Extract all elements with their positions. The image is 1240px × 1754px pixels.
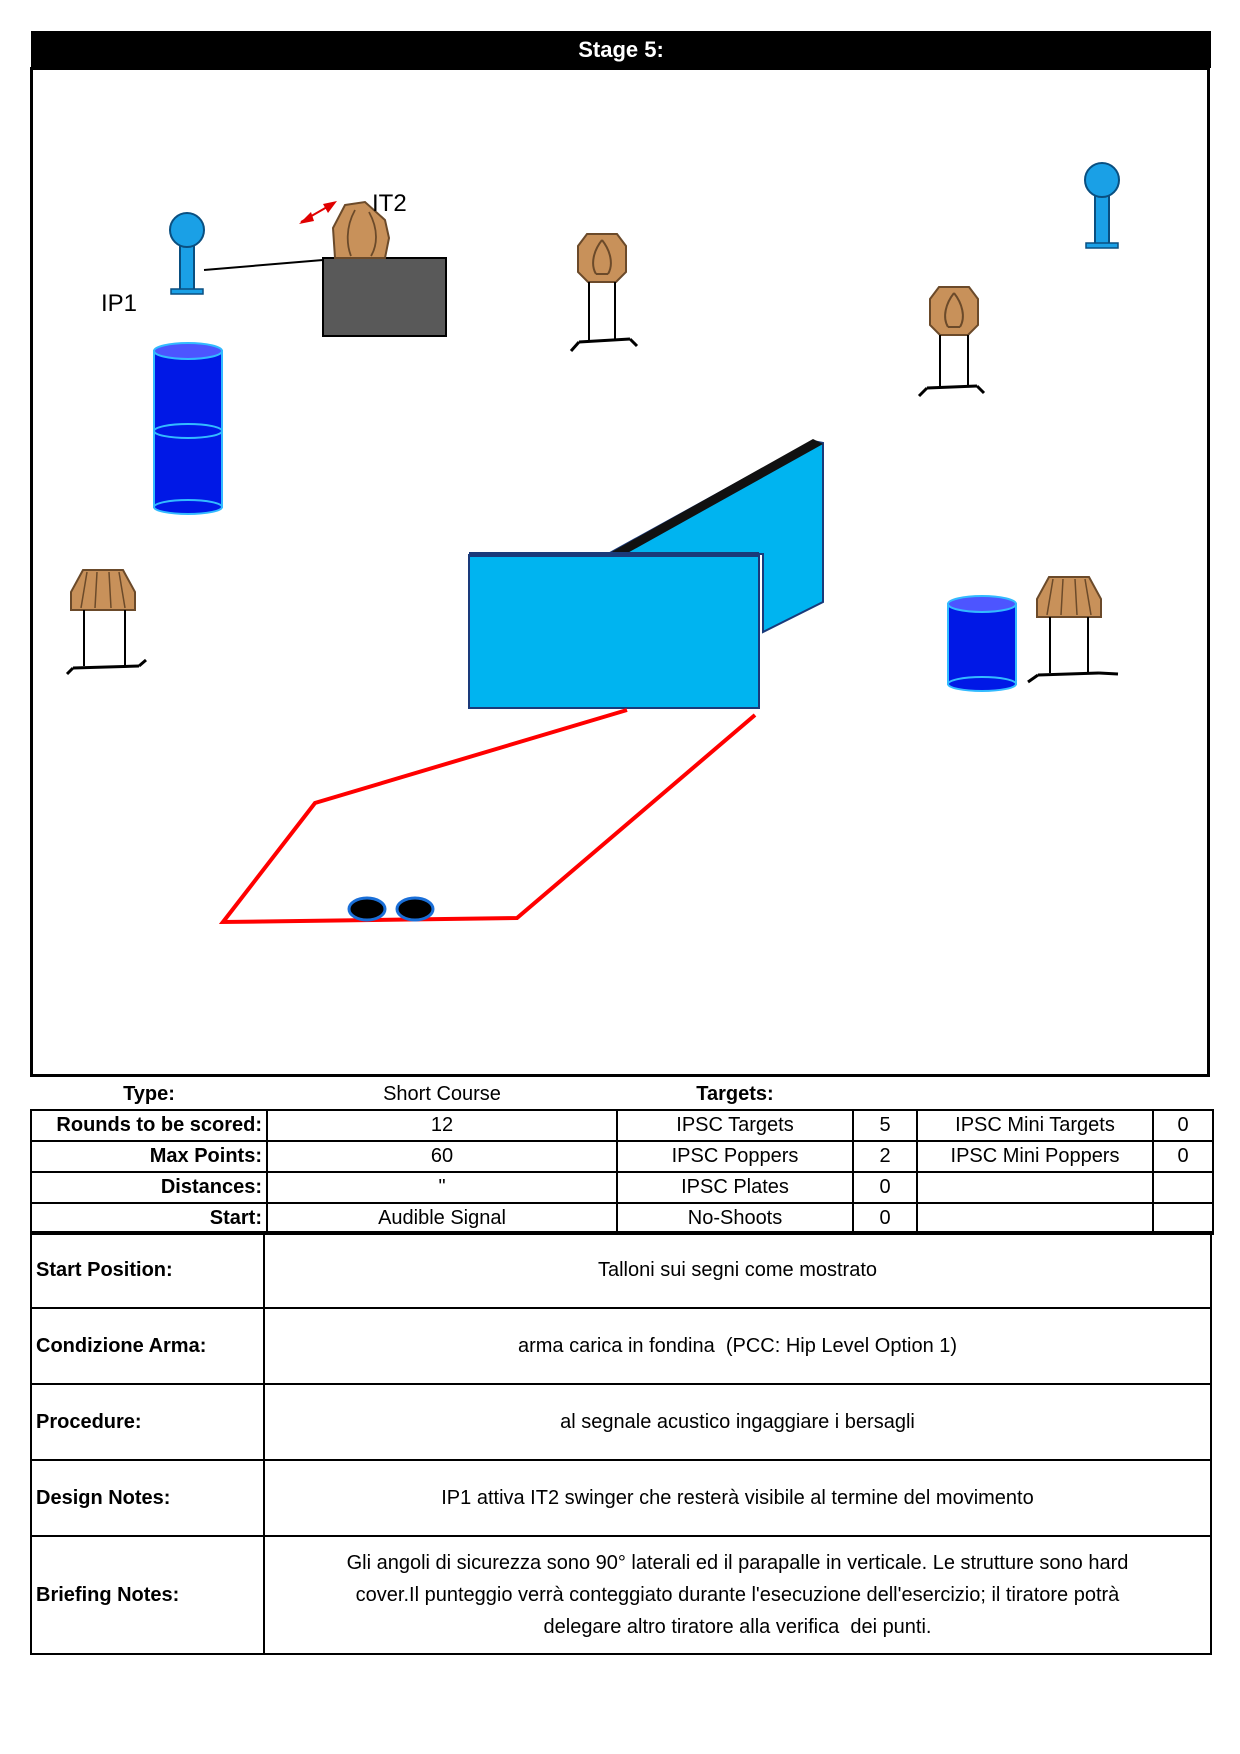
type-row: Type: Short Course Targets: [31,1080,1213,1110]
condizione-arma-value: arma carica in fondina (PCC: Hip Level O… [263,1307,1212,1385]
briefing-notes-value: Gli angoli di sicurezza sono 90° lateral… [263,1535,1212,1655]
ipsc-targets-label: IPSC Targets [616,1109,854,1142]
swinger-target-it2-icon [331,200,391,259]
briefing-notes-line: cover.Il punteggio verrà conteggiato dur… [355,1584,1120,1606]
swinger-box [322,257,447,337]
procedure-label: Procedure: [30,1383,265,1461]
max-points-label: Max Points: [30,1140,268,1173]
briefing-notes-label: Briefing Notes: [30,1535,265,1655]
stage-info-table: Type: Short Course Targets: Rounds to be… [30,1080,1214,1235]
ipsc-target-icon [569,233,639,352]
label-ip1: IP1 [101,290,138,317]
label-it2: IT2 [372,190,407,217]
condizione-arma-row: Condizione Arma: arma carica in fondina … [30,1307,1212,1385]
start-position-label: Start Position: [30,1231,265,1309]
popper-ip1-icon [169,212,205,295]
no-shoots-value: 0 [852,1202,918,1235]
procedure-value: al segnale acustico ingaggiare i bersagl… [263,1383,1212,1461]
design-notes-label: Design Notes: [30,1459,265,1537]
ipsc-poppers-value: 2 [852,1140,918,1173]
start-label: Start: [30,1202,268,1235]
design-notes-row: Design Notes: IP1 attiva IT2 swinger che… [30,1459,1212,1537]
max-points-row: Max Points: 60 IPSC Poppers 2 IPSC Mini … [30,1140,1214,1173]
rounds-label: Rounds to be scored: [30,1109,268,1142]
ipsc-mini-poppers-value: 0 [1152,1140,1214,1173]
ipsc-targets-value: 5 [852,1109,918,1142]
ipsc-target-icon [65,569,147,676]
barrel-stack-left-icon [153,342,223,515]
start-position-row: Start Position: Talloni sui segni come m… [30,1231,1212,1309]
no-shoots-label: No-Shoots [616,1202,854,1235]
start-mark-icon [347,896,435,922]
procedure-row: Procedure: al segnale acustico ingaggiar… [30,1383,1212,1461]
ipsc-plates-value: 0 [852,1171,918,1204]
fault-line [218,708,757,925]
ipsc-mini-poppers-label: IPSC Mini Poppers [916,1140,1154,1173]
rounds-row: Rounds to be scored: 12 IPSC Targets 5 I… [30,1109,1214,1142]
wall-icon [468,439,824,709]
distances-label: Distances: [30,1171,268,1204]
start-position-value: Talloni sui segni come mostrato [263,1231,1212,1309]
ipsc-target-icon [1027,576,1119,684]
swinger-arrow-icon [299,201,337,224]
design-notes-value: IP1 attiva IT2 swinger che resterà visib… [263,1459,1212,1537]
activation-cable [203,259,324,271]
stage-diagram-svg [65,162,1120,925]
targets-header: Targets: [696,1083,774,1105]
distances-value: " [266,1171,618,1204]
stage-title: Stage 5: [31,31,1211,68]
rounds-value: 12 [266,1109,618,1142]
briefing-notes-row: Briefing Notes: Gli angoli di sicurezza … [30,1535,1212,1655]
barrel-right-icon [947,595,1017,692]
stage-diagram: IP1 IT2 [30,67,1210,1077]
type-value: Short Course [383,1083,501,1105]
distances-row: Distances: " IPSC Plates 0 [30,1171,1214,1204]
ipsc-plates-label: IPSC Plates [616,1171,854,1204]
popper-right-icon [1084,162,1120,249]
ipsc-poppers-label: IPSC Poppers [616,1140,854,1173]
briefing-notes-line: Gli angoli di sicurezza sono 90° lateral… [346,1552,1129,1574]
ipsc-target-icon [917,286,986,398]
stage-notes-table: Start Position: Talloni sui segni come m… [30,1231,1212,1655]
max-points-value: 60 [266,1140,618,1173]
briefing-notes-line: delegare altro tiratore alla verifica de… [543,1616,932,1638]
condizione-arma-label: Condizione Arma: [30,1307,265,1385]
ipsc-mini-targets-label: IPSC Mini Targets [916,1109,1154,1142]
start-row: Start: Audible Signal No-Shoots 0 [30,1202,1214,1235]
start-value: Audible Signal [266,1202,618,1235]
ipsc-mini-targets-value: 0 [1152,1109,1214,1142]
type-label: Type: [123,1083,175,1105]
